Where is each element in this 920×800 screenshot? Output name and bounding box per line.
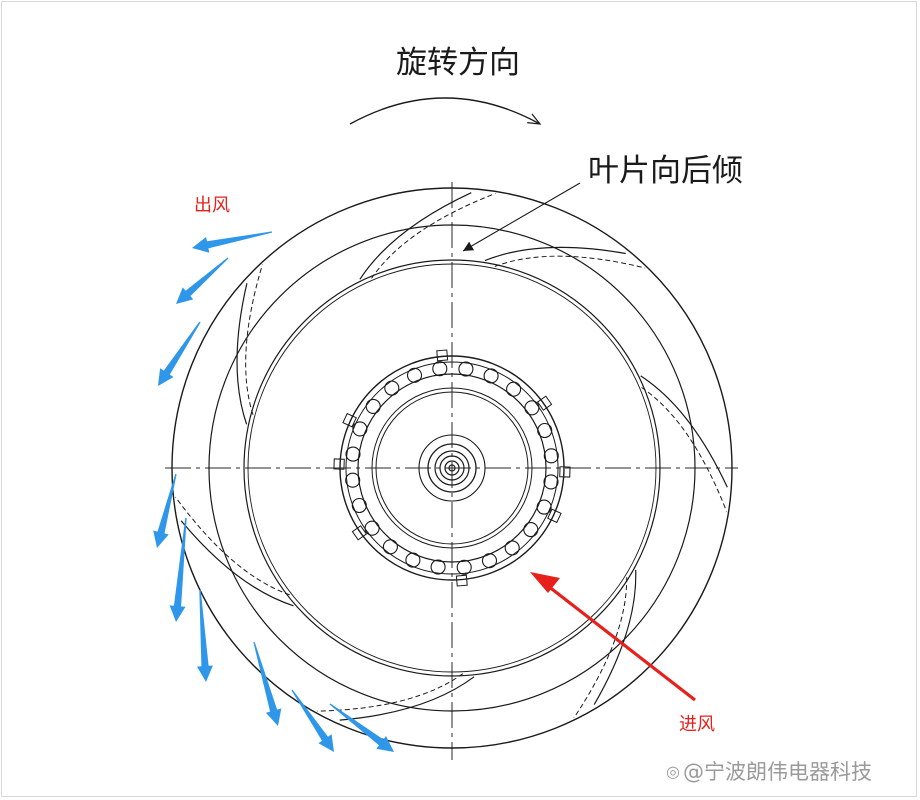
bolt-hole <box>345 472 361 488</box>
outlet-arrow <box>291 689 334 752</box>
bolt-hole <box>504 540 520 556</box>
blade-solid-edge <box>640 375 728 488</box>
impeller-inner-ring-2 <box>247 263 657 673</box>
bolt-hole <box>458 361 474 377</box>
air-outlet-arrows <box>153 231 394 752</box>
blade-solid-edge <box>484 246 626 262</box>
blade-dashed-outline <box>175 496 290 596</box>
weibo-eye-icon: ◎ <box>666 761 680 781</box>
housing-rings <box>171 187 733 749</box>
outlet-arrow <box>192 231 273 253</box>
bolt-hole <box>430 559 446 575</box>
impeller-outer-ring <box>208 224 696 712</box>
mount-tab <box>559 466 571 478</box>
bolt-hole <box>543 474 559 490</box>
bolt-hole <box>384 380 400 396</box>
outlet-arrow <box>153 473 177 548</box>
blade-dashed-outline <box>317 673 464 712</box>
bolt-hole <box>365 398 381 414</box>
bolt-hole <box>351 497 367 514</box>
shaft-ring-4 <box>439 455 465 481</box>
shaft-ring-5 <box>444 460 460 476</box>
rotation-direction-arrow <box>349 97 540 124</box>
outlet-arrow <box>253 641 282 726</box>
mount-tab <box>351 525 368 541</box>
watermark-text: @宁波朗伟电器科技 <box>682 760 872 784</box>
blade-backward-label: 叶片向后倾 <box>588 153 743 189</box>
motor-outer-ring <box>339 355 565 581</box>
blade-solid-edge <box>359 192 472 280</box>
motor-ring-4 <box>371 387 533 549</box>
motor-mount-tabs <box>333 349 571 587</box>
bolt-hole <box>523 522 539 538</box>
watermark: ◎ @宁波朗伟电器科技 <box>666 756 872 786</box>
mount-tab <box>536 395 553 411</box>
blade-solid-edge <box>180 520 294 607</box>
air-inlet-arrow <box>530 572 696 702</box>
outer-housing-circle <box>171 187 733 749</box>
blade-dashed-outline <box>371 192 496 279</box>
air-outlet-label: 出风 <box>194 195 230 216</box>
inlet-arrow-head <box>530 572 560 593</box>
blade-leader-line <box>462 182 581 252</box>
bolt-hole <box>483 368 499 384</box>
blade-solid-edge <box>236 283 248 425</box>
bolt-hole <box>537 422 553 439</box>
blade-dashed-outline <box>573 577 628 719</box>
bolt-hole <box>345 446 361 462</box>
shaft-ring-2 <box>427 443 477 493</box>
shaft-ring-3 <box>434 450 470 486</box>
blade-dashed-outline <box>245 264 263 415</box>
rotation-direction-label: 旋转方向 <box>396 45 520 81</box>
blade-solid-edge <box>593 569 637 705</box>
bolt-hole <box>364 520 380 536</box>
impeller-inner-ring <box>243 259 661 677</box>
outlet-arrow <box>158 321 201 386</box>
motor-ring-2 <box>345 361 559 575</box>
air-inlet-label: 进风 <box>679 714 715 735</box>
mount-tab <box>455 574 468 587</box>
blade-dashed-outline <box>641 387 728 512</box>
bolt-hole <box>432 361 448 377</box>
bolt-hole <box>405 552 421 568</box>
outlet-arrow <box>169 517 187 622</box>
motor-ring-3 <box>357 373 547 563</box>
outlet-arrow <box>176 257 229 304</box>
blade-solid-edge <box>339 676 475 721</box>
mount-tab <box>547 508 562 524</box>
motor-bolt-holes <box>345 361 559 575</box>
bolt-hole <box>481 553 498 569</box>
bolt-hole <box>352 421 368 437</box>
bolt-hole <box>524 400 540 416</box>
motor-ring-5 <box>375 391 529 545</box>
mount-tab <box>333 458 345 470</box>
mount-tab <box>436 349 449 362</box>
mount-tab <box>342 412 357 428</box>
outlet-arrow <box>329 703 394 752</box>
bolt-hole <box>382 539 398 555</box>
bolt-hole <box>406 367 423 383</box>
bolt-hole <box>456 559 472 575</box>
motor-hub <box>333 349 571 587</box>
outlet-arrow <box>197 590 213 682</box>
bolt-hole <box>536 499 552 515</box>
blade-dashed-outline <box>494 255 646 269</box>
inlet-arrow-shaft <box>547 584 696 702</box>
bolt-hole <box>506 381 522 397</box>
shaft-ring-6 <box>448 464 456 472</box>
shaft-ring-1 <box>418 434 486 502</box>
bolt-hole <box>543 448 559 464</box>
